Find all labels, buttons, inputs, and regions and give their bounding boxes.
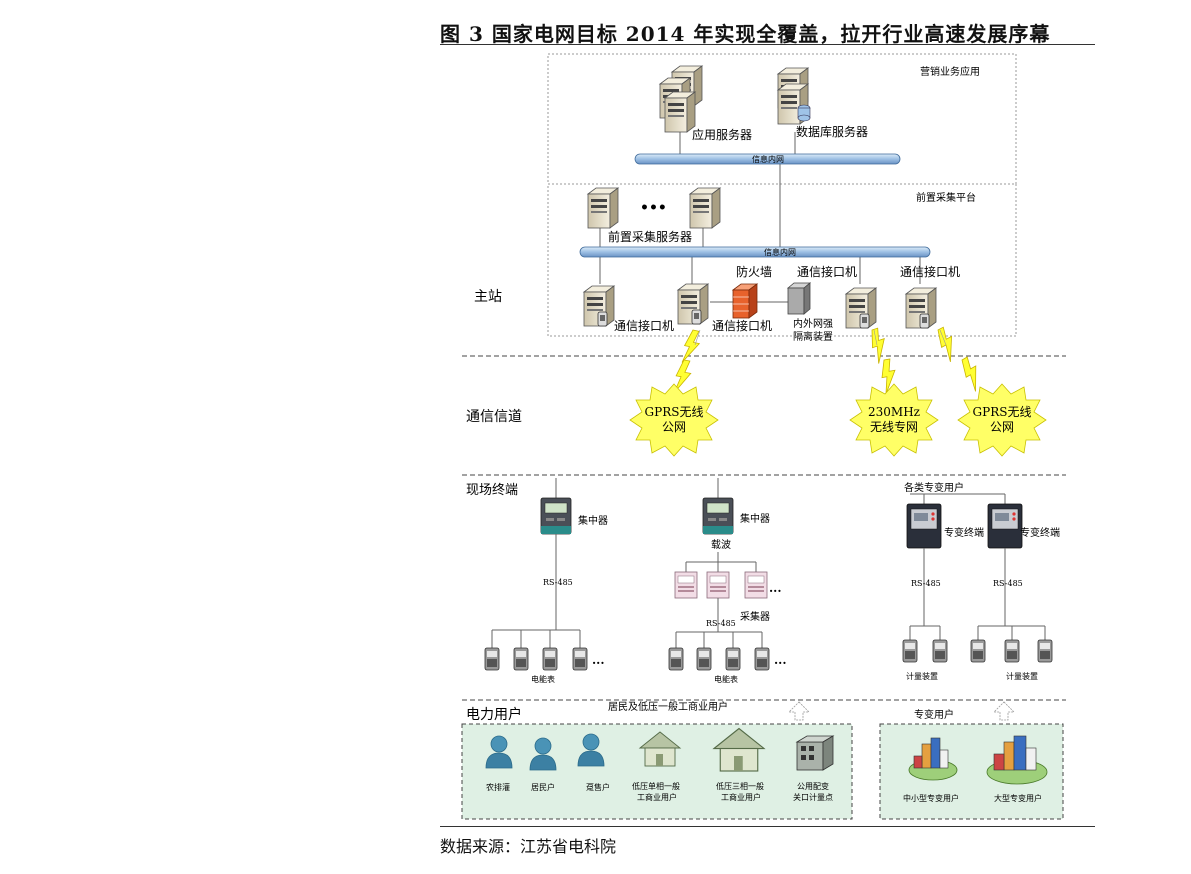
pre-collect-server-icon-2 [689,187,721,229]
figure-source: 数据来源：江苏省电科院 [440,837,617,856]
channel-1-line-2: 公网 [662,420,686,434]
small-special-user-icon [908,737,958,781]
channel-3-line-2: 公网 [990,420,1014,434]
collection-box [547,183,1017,337]
building-icon [796,735,834,771]
special-users-label: 各类专变用户 [904,481,964,494]
info-net-bus-2 [579,246,931,258]
collector-dots: ... [769,581,782,595]
comm-label-1: 通信接口机 [614,318,674,333]
channel-2-line-1: 230MHz [868,405,920,419]
meter-label-1: 电能表 [531,674,555,684]
pre-collect-server-icon-1 [587,187,619,229]
top-rule [440,44,1095,45]
measure-label-2: 计量装置 [1006,671,1038,681]
isolator-icon [786,282,812,315]
special-users-title: 专变用户 [914,708,954,721]
concentrator-label-2: 集中器 [740,512,770,525]
rs485-label-1: RS-485 [543,578,573,587]
firewall-label: 防火墙 [736,264,772,279]
comm-label-4: 通信接口机 [900,264,960,279]
rs485-label-3: RS-485 [911,579,941,588]
collector-label: 采集器 [740,610,770,623]
app-server-label: 应用服务器 [692,127,752,142]
concentrator-icon-2 [702,497,734,535]
pre-collect-server-label: 前置采集服务器 [608,229,692,244]
user-label-5-line-2: 工商业用户 [721,792,761,802]
channel-1-line-1: GPRS无线 [645,405,704,419]
user-label-2: 居民户 [531,782,555,792]
measure-group-1 [902,639,948,663]
measure-group-2 [970,639,1053,663]
comm-server-icon-2 [678,284,708,324]
isolator-label-2: 隔离装置 [793,330,833,343]
user-label-6-line-2: 关口计量点 [793,792,833,802]
user-label-1: 农排灌 [486,782,510,792]
user-label-4-line-2: 工商业用户 [637,792,677,802]
db-server-label: 数据库服务器 [796,124,868,139]
carrier-label: 载波 [711,538,731,551]
special-terminal-label-2: 专变终端 [1020,526,1060,539]
special-label-1: 中小型专变用户 [903,793,959,803]
lightning-icon-3 [933,325,963,363]
app-server-icon [659,65,703,133]
meter-label-2: 电能表 [714,674,738,684]
concentrator-label-1: 集中器 [578,514,608,527]
general-users-title: 居民及低压一般工商业用户 [608,700,728,713]
figure-title: 图 3 国家电网目标 2014 年实现全覆盖，拉开行业高速发展序幕 [440,22,1051,46]
info-net-bus-1 [634,153,901,165]
meter-dots-2: ... [774,653,787,667]
server-ellipsis: ••• [640,200,667,216]
zone-main-station: 主站 [474,289,502,305]
db-server-icon [777,67,811,125]
user-label-4-line-1: 低压单相一般 [632,781,680,791]
lightning-down-3 [957,355,988,393]
isolator-label-1: 内外网强 [793,317,833,330]
comm-server-icon-3 [846,288,876,328]
meter-dots-1: ... [592,653,605,667]
collection-box-label: 前置采集平台 [916,191,976,204]
up-arrow-icon-2 [993,701,1015,721]
user-label-3: 趸售户 [586,782,610,792]
user-label-5-line-1: 低压三相一般 [716,781,764,791]
info-net-label-2: 信息内网 [764,247,796,257]
special-terminal-icon-2 [987,503,1023,549]
bottom-rule [440,826,1095,827]
rs485-label-4: RS-485 [993,579,1023,588]
rs485-label-2: RS-485 [706,619,736,628]
user-label-6-line-1: 公用配变 [797,781,829,791]
up-arrow-icon-1 [788,701,810,721]
special-label-2: 大型专变用户 [994,793,1042,803]
meter-group-2 [668,647,770,671]
collector-group [674,571,768,599]
zone-comm-channel: 通信信道 [466,409,522,425]
meter-group-1 [484,647,588,671]
special-terminal-icon-1 [906,503,942,549]
marketing-box-label: 营销业务应用 [920,65,980,78]
measure-label-1: 计量装置 [906,671,938,681]
info-net-label-1: 信息内网 [752,154,784,164]
concentrator-icon-1 [540,497,572,535]
comm-server-icon-1 [584,286,614,326]
zone-power-users: 电力用户 [466,706,522,723]
firewall-icon [731,283,759,319]
channel-2-line-2: 无线专网 [870,419,918,434]
channel-3-line-1: GPRS无线 [973,405,1032,419]
lightning-icon-2 [866,326,892,365]
zone-field-terminal: 现场终端 [466,482,518,498]
comm-server-icon-4 [906,288,936,328]
large-special-user-icon [986,735,1048,785]
comm-label-2: 通信接口机 [712,318,772,333]
comm-label-3: 通信接口机 [797,264,857,279]
special-terminal-label-1: 专变终端 [944,526,984,539]
